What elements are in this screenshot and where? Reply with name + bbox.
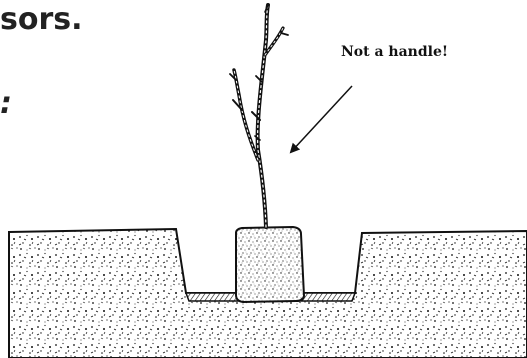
sapling-icon: [230, 5, 288, 227]
root-ball-icon: [236, 227, 304, 302]
callout-label: Not a handle!: [341, 43, 448, 61]
arrow-icon: [291, 86, 352, 152]
